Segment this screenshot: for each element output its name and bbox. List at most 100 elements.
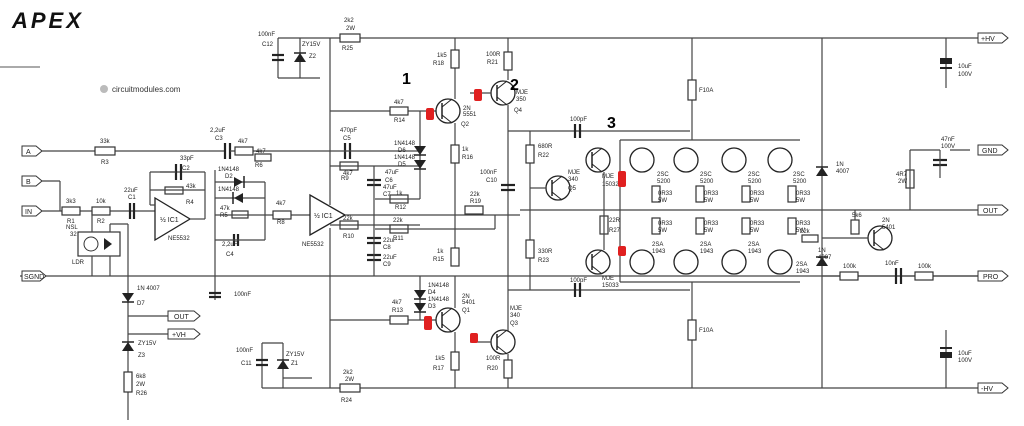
terminal-sgnd[interactable]: [21, 270, 47, 282]
svg-text:4007: 4007: [836, 169, 850, 175]
terminal-a-label: A: [26, 149, 31, 156]
resistor-r2: [91, 206, 111, 216]
svg-text:NE5532: NE5532: [168, 236, 190, 242]
svg-text:5200: 5200: [700, 179, 714, 185]
svg-text:22uF: 22uF: [383, 238, 397, 244]
zener-z1: [277, 360, 289, 369]
svg-text:1943: 1943: [748, 249, 762, 255]
svg-text:2SA: 2SA: [748, 242, 759, 248]
svg-text:½ IC1: ½ IC1: [160, 216, 179, 224]
svg-text:5200: 5200: [793, 179, 807, 185]
output-transistor-b4: [767, 249, 793, 275]
svg-text:100nF: 100nF: [480, 170, 497, 176]
terminal-sgnd-label: SGND: [24, 274, 44, 281]
svg-text:D3: D3: [428, 304, 436, 310]
resistor-r3: [94, 146, 116, 156]
svg-text:C11: C11: [241, 361, 252, 367]
svg-text:350: 350: [516, 97, 527, 103]
output-transistor-t1: [629, 147, 655, 173]
svg-text:1N 4007: 1N 4007: [137, 286, 160, 292]
svg-text:ZY15V: ZY15V: [302, 42, 320, 48]
svg-text:0R33: 0R33: [796, 221, 811, 227]
svg-text:5W: 5W: [796, 198, 805, 204]
svg-text:100R: 100R: [486, 52, 501, 58]
annotation-2: 2: [510, 77, 519, 94]
svg-text:+HV: +HV: [981, 36, 995, 43]
diode-d1: [234, 193, 243, 203]
svg-text:4k7: 4k7: [394, 100, 404, 106]
terminal-hv-minus[interactable]: [977, 382, 1009, 394]
svg-text:R24: R24: [341, 398, 353, 404]
svg-text:0R33: 0R33: [658, 221, 673, 227]
zener-z3: [122, 342, 134, 351]
annotation-marks: [424, 89, 626, 343]
svg-text:5551: 5551: [463, 112, 477, 118]
hv-cap-bottom: [940, 352, 952, 358]
svg-text:Q2: Q2: [461, 122, 470, 128]
svg-text:2W: 2W: [898, 179, 907, 185]
svg-text:R15: R15: [433, 257, 445, 263]
terminal-a[interactable]: [21, 145, 43, 157]
svg-text:22R: 22R: [609, 218, 621, 224]
output-transistor-b3: [721, 249, 747, 275]
svg-text:C12: C12: [262, 42, 274, 48]
svg-text:R19: R19: [470, 199, 482, 205]
terminal-out[interactable]: [977, 204, 1009, 216]
svg-text:D4: D4: [428, 290, 436, 296]
resistor-r15: [450, 247, 460, 267]
svg-text:C6: C6: [385, 178, 393, 184]
svg-text:F10A: F10A: [699, 88, 713, 94]
svg-text:32: 32: [70, 232, 77, 238]
svg-text:1N4148: 1N4148: [428, 297, 450, 303]
svg-text:2SA: 2SA: [700, 242, 711, 248]
svg-text:100nF: 100nF: [234, 292, 251, 298]
svg-text:Q1: Q1: [462, 308, 471, 314]
svg-text:2SA: 2SA: [796, 262, 807, 268]
svg-text:5200: 5200: [748, 179, 762, 185]
svg-text:5W: 5W: [658, 228, 667, 234]
svg-text:100V: 100V: [958, 72, 972, 78]
svg-text:R22: R22: [538, 153, 550, 159]
terminal-vh[interactable]: [167, 328, 201, 340]
svg-text:C1: C1: [128, 195, 136, 201]
svg-text:NSL: NSL: [66, 225, 78, 231]
svg-text:C3: C3: [215, 136, 223, 142]
svg-text:10k: 10k: [96, 199, 107, 205]
terminal-in[interactable]: [21, 205, 43, 217]
diode-d6: [414, 146, 426, 155]
watermark-icon: [100, 85, 108, 93]
svg-text:MJE: MJE: [510, 306, 522, 312]
svg-text:R2: R2: [97, 219, 105, 225]
svg-text:MJE: MJE: [602, 174, 614, 180]
svg-text:2SC: 2SC: [700, 172, 712, 178]
resistor-r8: [272, 210, 292, 220]
svg-text:0R33: 0R33: [658, 191, 673, 197]
svg-text:0R33: 0R33: [704, 191, 719, 197]
output-terminals: +HV GND OUT PRO -HV: [977, 32, 1009, 394]
svg-text:MJE: MJE: [516, 90, 528, 96]
svg-text:4007: 4007: [818, 255, 832, 261]
terminal-hv-plus[interactable]: [977, 32, 1009, 44]
terminal-pro[interactable]: [977, 270, 1009, 282]
svg-text:100pF: 100pF: [570, 117, 587, 123]
svg-text:4k7: 4k7: [276, 201, 286, 207]
terminal-gnd[interactable]: [977, 144, 1009, 156]
svg-text:100nF: 100nF: [236, 348, 253, 354]
svg-text:10nF: 10nF: [885, 261, 899, 267]
svg-text:1N4148: 1N4148: [218, 187, 240, 193]
svg-text:100pF: 100pF: [570, 278, 587, 284]
svg-text:C5: C5: [343, 136, 351, 142]
svg-text:LDR: LDR: [72, 260, 85, 266]
svg-text:D5: D5: [398, 162, 406, 168]
svg-text:0R33: 0R33: [796, 191, 811, 197]
resistor-100k-b: [914, 271, 934, 281]
svg-text:D7: D7: [137, 301, 145, 307]
svg-text:2N: 2N: [462, 294, 470, 300]
svg-text:4k7: 4k7: [343, 171, 353, 177]
svg-text:1k: 1k: [396, 191, 403, 197]
svg-text:33k: 33k: [100, 139, 111, 145]
svg-text:2W: 2W: [345, 377, 354, 383]
terminal-b[interactable]: [21, 175, 43, 187]
terminal-out-small[interactable]: [167, 310, 201, 322]
